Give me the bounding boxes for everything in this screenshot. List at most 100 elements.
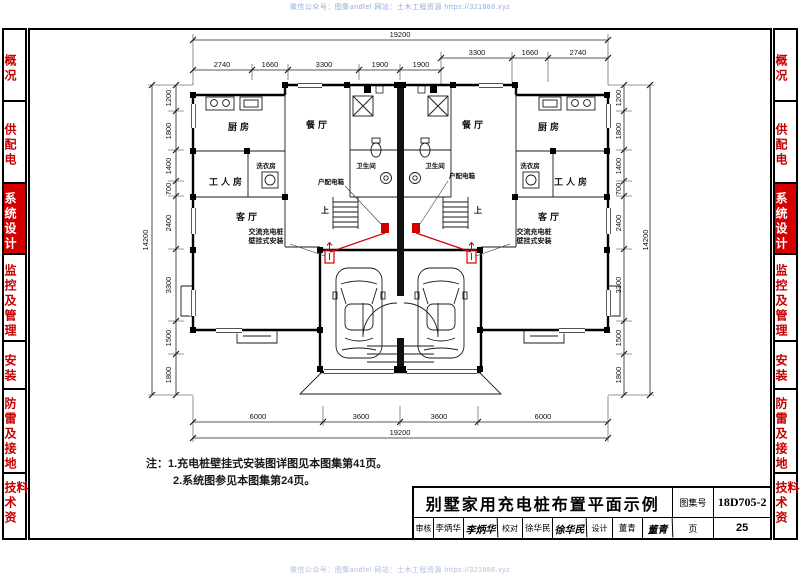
dim-label: 1800 [164,367,173,384]
room-label-living: 客厅 [537,211,562,222]
room-label-maid: 工人房 [209,176,245,187]
dim-label: 3300 [316,60,333,69]
sidebar-item-overview: 概况 [3,30,25,102]
drawing-sheet-frame: 19200 2740 1660 3300 1900 1900 3300 1660… [28,28,772,540]
watermark-top: 微信公众号：图集andfel 网站：土木工程资源 https://321886.… [289,4,511,11]
checker-signature: 徐华民 [552,517,588,539]
sidebar-item-system-design: 系统设计 [774,184,796,255]
dim-label: 6000 [535,412,552,421]
charging-pile-symbol-right [466,241,477,264]
sidebar-item-technical-data: 技术资料 [774,481,800,526]
room-label-dining: 餐厅 [305,119,330,130]
sidebar-item-installation: 安装 [3,342,25,390]
designer-name: 董青 [613,518,643,538]
room-label-maid: 工人房 [554,176,590,187]
floor-plan-drawing: 19200 2740 1660 3300 1900 1900 3300 1660… [141,30,654,442]
room-label-laundry: 洗衣房 [520,161,540,170]
fixtures [205,95,596,229]
sidebar-item-power-distribution: 供配电 [3,102,25,184]
dim-label: 1800 [614,367,623,384]
page-label: 页 [673,518,715,538]
approver-name: 李炳华 [434,518,464,538]
checker-name: 徐华民 [523,518,554,538]
dim-label: 2740 [214,60,231,69]
party-wall [397,85,404,372]
charger-annotation-left: 交流充电桩 [249,227,284,236]
dim-label: 6000 [250,412,267,421]
dim-label: 700 [164,183,173,196]
sidebar-item-technical-data: 技术资料 [3,481,29,526]
right-tab-column: 概况 供配电 系统设计 监控及管理 安装 防雷及接地 技术资料 [773,28,800,540]
room-label-kitchen: 厨房 [538,121,562,132]
room-label-bath: 卫生间 [356,161,376,170]
approver-signature: 李炳华 [463,517,498,539]
room-label-kitchen: 厨房 [228,121,252,132]
dim-label: 2740 [570,48,587,57]
room-label-dining: 餐厅 [461,119,486,130]
sidebar-item-lightning-grounding: 防雷及接地 [774,390,796,474]
dim-label: 1900 [372,60,389,69]
dim-label: 1660 [522,48,539,57]
atlas-number: 18D705-2 [717,495,767,509]
dim-label: 1800 [614,123,623,140]
dim-label: 19200 [390,30,411,39]
note-line-2: 2.系统图参见本图集第24页。 [173,475,316,488]
dim-label: 1200 [614,90,623,107]
dim-label: 2400 [614,215,623,232]
dim-label: 14200 [141,230,150,251]
dim-label: 3600 [353,412,370,421]
distribution-box-symbol-right [412,223,420,233]
car-left [332,267,386,359]
watermark-bottom: 微信公众号：图集andfel 网站：土木工程资源 https://321886.… [289,567,511,574]
dim-label: 2400 [164,215,173,232]
dim-label: 1800 [164,123,173,140]
dim-label: 3300 [614,277,623,294]
drawing-title: 别墅家用充电桩布置平面示例 [414,488,673,517]
drawing-notes: 注：1.充电桩壁挂式安装图详图见本图集第41页。 2.系统图参见本图集第24页。 [146,456,387,490]
charger-annotation-right: 壁挂式安装 [517,236,552,245]
charger-annotation-right: 交流充电桩 [517,227,552,236]
structural-columns [190,82,610,372]
room-label-living: 客厅 [235,211,260,222]
dim-label: 1200 [164,90,173,107]
dim-label: 19200 [390,428,411,437]
dim-label: 3300 [469,48,486,57]
windows [189,81,612,334]
label-stairs-up: 上 [474,205,482,215]
dim-label: 3300 [164,277,173,294]
sidebar-item-overview: 概况 [774,30,796,102]
dim-label: 14200 [641,230,650,251]
left-tab-column: 概况 供配电 系统设计 监控及管理 安装 防雷及接地 技术资料 [2,28,29,540]
sidebar-item-monitoring-management: 监控及管理 [774,255,796,342]
dim-label: 1660 [262,60,279,69]
approve-label: 审核 [414,518,434,538]
designer-signature: 董青 [642,517,673,539]
note-line-1: 1.充电桩壁挂式安装图详图见本图集第41页。 [168,458,388,470]
atlas-number-label: 图集号 [673,488,715,517]
dim-label: 1900 [413,60,430,69]
check-label: 校对 [498,518,524,538]
sidebar-item-monitoring-management: 监控及管理 [3,255,25,342]
charger-annotation-left: 壁挂式安装 [249,236,284,245]
distribution-box-symbol-left [381,223,389,233]
sidebar-item-installation: 安装 [774,342,796,390]
dim-label: 1400 [164,158,173,175]
room-label-laundry: 洗衣房 [256,161,276,170]
charging-circuit [289,180,511,264]
room-labels: 厨房 餐厅 洗衣房 工人房 客厅 卫生间 户配电箱 上 厨房 餐厅 洗衣房 工人… [209,119,590,245]
dimension-lines: 19200 2740 1660 3300 1900 1900 3300 1660… [141,30,654,442]
room-label-bath: 卫生间 [425,161,445,170]
sidebar-item-power-distribution: 供配电 [774,102,796,184]
label-stairs-up: 上 [321,205,329,215]
dim-label: 700 [614,183,623,196]
dim-label: 3600 [431,412,448,421]
title-block: 别墅家用充电桩布置平面示例 图集号 18D705-2 审核 李炳华 李炳华 校对… [412,486,770,539]
dim-label: 1500 [164,330,173,347]
dim-label: 1400 [614,158,623,175]
page-number: 25 [736,522,749,534]
notes-heading: 注： [146,458,168,470]
dim-label: 1500 [614,330,623,347]
car-right [414,267,468,359]
sidebar-item-lightning-grounding: 防雷及接地 [3,390,25,474]
design-label: 设计 [587,518,613,538]
